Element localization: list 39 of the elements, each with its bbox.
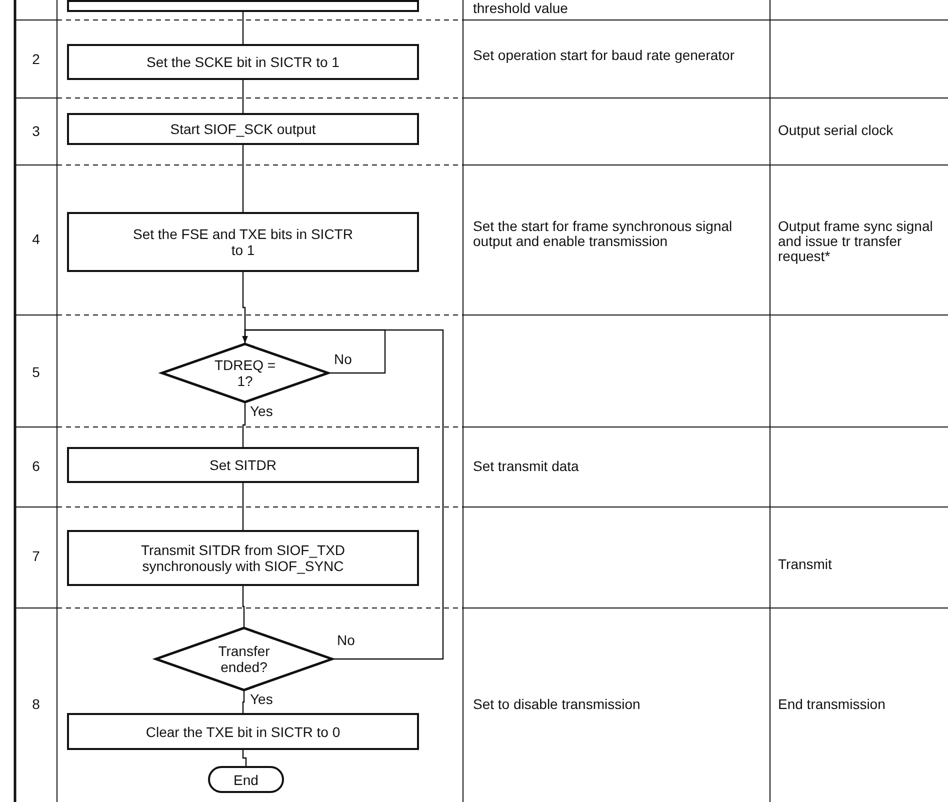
row-number: 4: [31, 232, 41, 247]
row-number: 6: [31, 459, 41, 474]
edge-label: No: [334, 352, 352, 367]
row-number: 7: [31, 549, 41, 564]
step-description: Set to disable transmission: [473, 697, 640, 712]
connector-line: [242, 80, 244, 113]
process-box: Set the FSE and TXE bits in SICTR to 1: [67, 212, 419, 272]
hardware-action: Output frame sync signal and issue tr transfer request*: [778, 219, 934, 264]
process-box: Clear the TXE bit in SICTR to 0: [67, 713, 419, 750]
row-number: 3: [31, 124, 41, 139]
hardware-action: End transmission: [778, 697, 886, 712]
step-description: threshold value: [473, 1, 568, 16]
edge-label: No: [337, 633, 355, 648]
end-terminal: End: [208, 766, 284, 793]
arrow: [242, 329, 444, 660]
step-description: Set the start for frame synchronous signal output and enable transmission: [473, 219, 734, 249]
hardware-action: Transmit: [778, 557, 832, 572]
decision-diamond: Transfer ended?: [155, 627, 333, 691]
connector-line: [242, 691, 245, 713]
row-number: 8: [31, 697, 41, 712]
hardware-action: Output serial clock: [778, 123, 894, 138]
process-box: Transmit SITDR from SIOF_TXD synchronously with SIOF_SYNC: [67, 530, 419, 586]
edge-label: Yes: [250, 692, 273, 707]
edge-label: Yes: [250, 404, 273, 419]
decision-diamond: TDREQ = 1?: [161, 343, 329, 403]
connector-line: [242, 145, 244, 212]
step-description: Set operation start for baud rate generator: [473, 48, 734, 63]
process-box: [67, 0, 419, 12]
row-number: 2: [31, 52, 41, 67]
process-box: Set SITDR: [67, 447, 419, 483]
connector-line: [242, 403, 246, 447]
step-description: Set transmit data: [473, 459, 579, 474]
process-box: Set the SCKE bit in SICTR to 1: [67, 44, 419, 80]
connector-line: [242, 12, 244, 44]
row-number: 5: [31, 365, 41, 380]
connector-line: [242, 586, 245, 627]
connector-line: [242, 483, 244, 530]
connector-line: [242, 750, 247, 766]
process-box: Start SIOF_SCK output: [67, 113, 419, 145]
